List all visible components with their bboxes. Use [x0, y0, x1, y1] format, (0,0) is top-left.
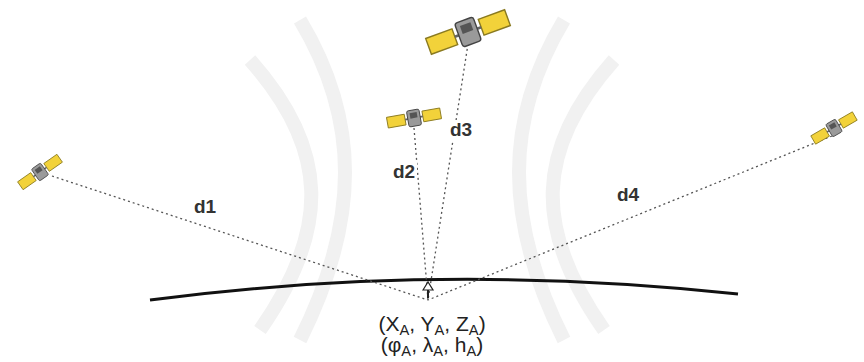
distance-label: d2	[391, 162, 417, 183]
range-lines	[52, 44, 832, 300]
satellite	[386, 105, 442, 130]
distance-label: d4	[615, 185, 641, 206]
receiver-symbol	[423, 282, 433, 298]
satellite	[16, 152, 64, 191]
satellite	[810, 110, 859, 146]
coordinate-label: (φA, λA, hA)	[379, 333, 486, 359]
earth-surface	[150, 279, 738, 300]
distance-label: d3	[448, 120, 474, 141]
distance-label: d1	[192, 197, 218, 218]
satellite	[424, 6, 512, 58]
watermark	[250, 20, 614, 340]
